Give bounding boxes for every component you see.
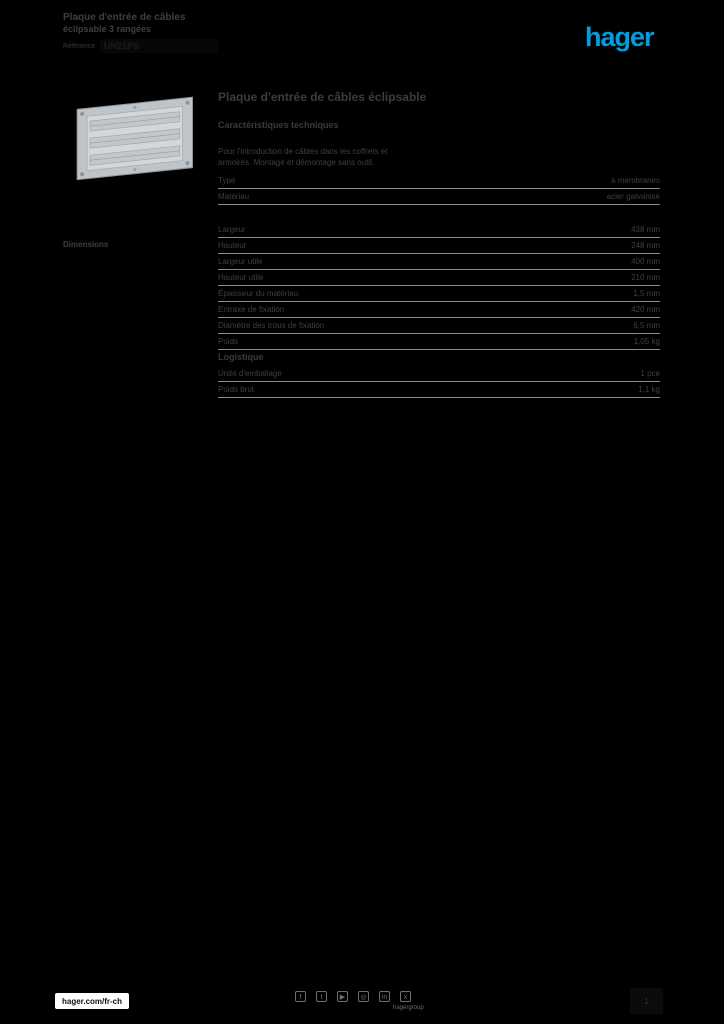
spec-value: 248 mm bbox=[631, 241, 660, 250]
spec-value: acier galvanisé bbox=[606, 192, 660, 201]
spec-row: Matériau acier galvanisé bbox=[218, 189, 660, 205]
spec-value: 1 pce bbox=[640, 369, 660, 378]
spec-label: Épaisseur du matériau bbox=[218, 289, 299, 298]
reference-row: Référence UN21PS bbox=[63, 39, 218, 53]
spec-row: Entraxe de fixation 420 mm bbox=[218, 302, 660, 318]
header-title-block: Plaque d'entrée de câbles éclipsable 3 r… bbox=[63, 12, 218, 53]
social-icons-row: f t ▶ ◎ in x bbox=[295, 991, 411, 1002]
spec-label: Entraxe de fixation bbox=[218, 305, 285, 314]
product-family-line2: éclipsable 3 rangées bbox=[63, 24, 152, 34]
dimension-spec-group: Largeur 438 mm Hauteur 248 mm Largeur ut… bbox=[218, 222, 660, 350]
linkedin-icon[interactable]: in bbox=[379, 991, 390, 1002]
section-heading-tech: Caractéristiques techniques bbox=[218, 120, 339, 130]
facebook-icon[interactable]: f bbox=[295, 991, 306, 1002]
spec-value: 1,5 mm bbox=[633, 289, 660, 298]
spec-row: Largeur utile 400 mm bbox=[218, 254, 660, 270]
spec-value: à membranes bbox=[611, 176, 660, 185]
hager-logo: hager bbox=[585, 22, 655, 52]
page-number-box: 1 bbox=[630, 988, 663, 1014]
spec-row: Largeur 438 mm bbox=[218, 222, 660, 238]
xing-icon[interactable]: x bbox=[400, 991, 411, 1002]
spec-row: Unité d'emballage 1 pce bbox=[218, 366, 660, 382]
spec-row: Hauteur 248 mm bbox=[218, 238, 660, 254]
spec-value: 438 mm bbox=[631, 225, 660, 234]
spec-row: Poids 1,05 kg bbox=[218, 334, 660, 350]
spec-label: Largeur bbox=[218, 225, 246, 234]
cable-entry-plate-illustration bbox=[76, 96, 194, 181]
spec-label: Hauteur utile bbox=[218, 273, 264, 282]
page-title: Plaque d'entrée de câbles éclipsable bbox=[218, 90, 427, 104]
reference-label: Référence bbox=[63, 42, 96, 50]
product-image bbox=[58, 92, 203, 190]
spec-row: Diamètre des trous de fixation 6,5 mm bbox=[218, 318, 660, 334]
spec-label: Poids brut bbox=[218, 385, 255, 394]
spec-label: Diamètre des trous de fixation bbox=[218, 321, 325, 330]
spec-value: 210 mm bbox=[631, 273, 660, 282]
logistics-spec-group: Unité d'emballage 1 pce Poids brut 1,1 k… bbox=[218, 366, 660, 398]
youtube-icon[interactable]: ▶ bbox=[337, 991, 348, 1002]
tech-spec-group: Pour l'introduction de câbles dans les c… bbox=[218, 146, 660, 205]
spec-value: 1,05 kg bbox=[633, 337, 660, 346]
spec-value: 420 mm bbox=[631, 305, 660, 314]
spec-label: Hauteur bbox=[218, 241, 247, 250]
spec-label: Unité d'emballage bbox=[218, 369, 282, 378]
dimensions-margin-label: Dimensions bbox=[63, 240, 109, 249]
twitter-icon[interactable]: t bbox=[316, 991, 327, 1002]
spec-label: Matériau bbox=[218, 192, 250, 201]
spec-label: Type bbox=[218, 176, 236, 185]
instagram-icon[interactable]: ◎ bbox=[358, 991, 369, 1002]
section-heading-logistics: Logistique bbox=[218, 352, 264, 362]
website-link[interactable]: hager.com/fr-ch bbox=[55, 993, 130, 1009]
social-caption: hagergroup bbox=[393, 1005, 424, 1011]
spec-value: 6,5 mm bbox=[633, 321, 660, 330]
product-description: Pour l'introduction de câbles dans les c… bbox=[218, 147, 388, 167]
spec-row: Épaisseur du matériau 1,5 mm bbox=[218, 286, 660, 302]
reference-box: UN21PS bbox=[100, 39, 218, 53]
product-family-line1: Plaque d'entrée de câbles bbox=[63, 12, 186, 23]
spec-row: Poids brut 1,1 kg bbox=[218, 382, 660, 398]
spec-label: Largeur utile bbox=[218, 257, 263, 266]
spec-value: 1,1 kg bbox=[638, 385, 660, 394]
spec-value: 400 mm bbox=[631, 257, 660, 266]
spec-row: Hauteur utile 210 mm bbox=[218, 270, 660, 286]
spec-row: Type à membranes bbox=[218, 173, 660, 189]
spec-label: Poids bbox=[218, 337, 239, 346]
